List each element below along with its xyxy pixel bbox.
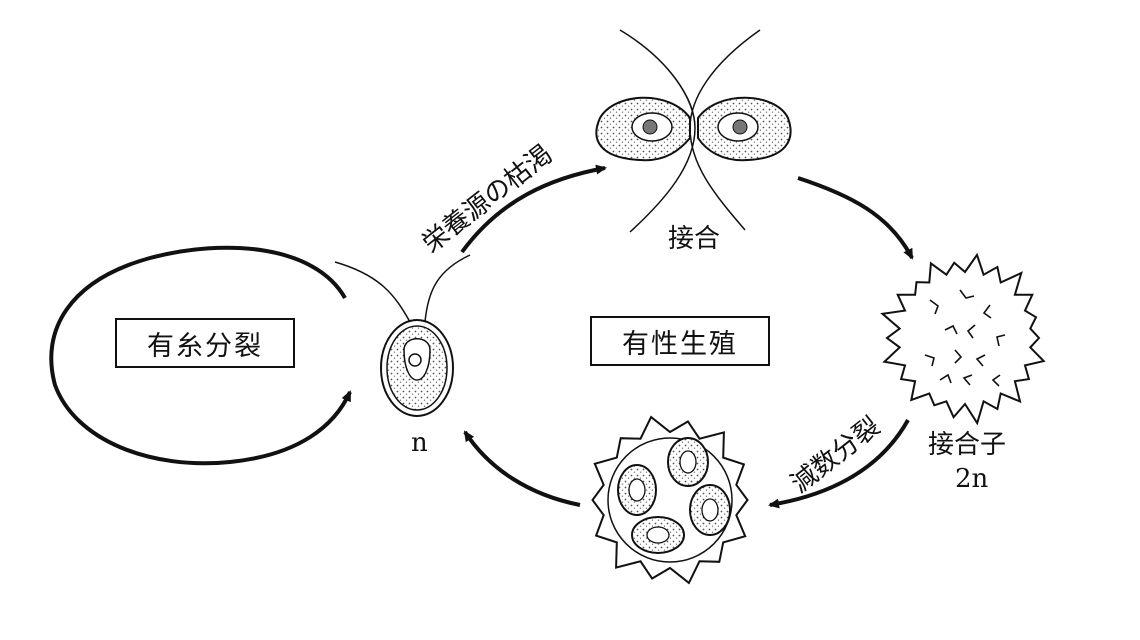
conjugation-label: 接合 (668, 224, 721, 254)
tetrad-spore-cell (591, 415, 749, 585)
conjugating-cells (595, 29, 792, 233)
mitosis-cycle-arrow (49, 245, 352, 466)
zygote-ploidy-label: 2n (955, 464, 989, 494)
nutrient-depletion-arrow (460, 164, 607, 254)
conjugation-to-zygote-arrow (797, 176, 914, 260)
spore-to-haploid-arrow (463, 430, 581, 507)
zygote-cell (880, 252, 1046, 426)
zygote-label: 接合子 (928, 430, 1007, 460)
sexual-reproduction-box: 有性生殖 (590, 316, 770, 366)
haploid-cell (334, 254, 471, 417)
meiosis-arrow (768, 419, 910, 509)
haploid-label: n (411, 428, 428, 458)
mitosis-box: 有糸分裂 (115, 318, 295, 368)
